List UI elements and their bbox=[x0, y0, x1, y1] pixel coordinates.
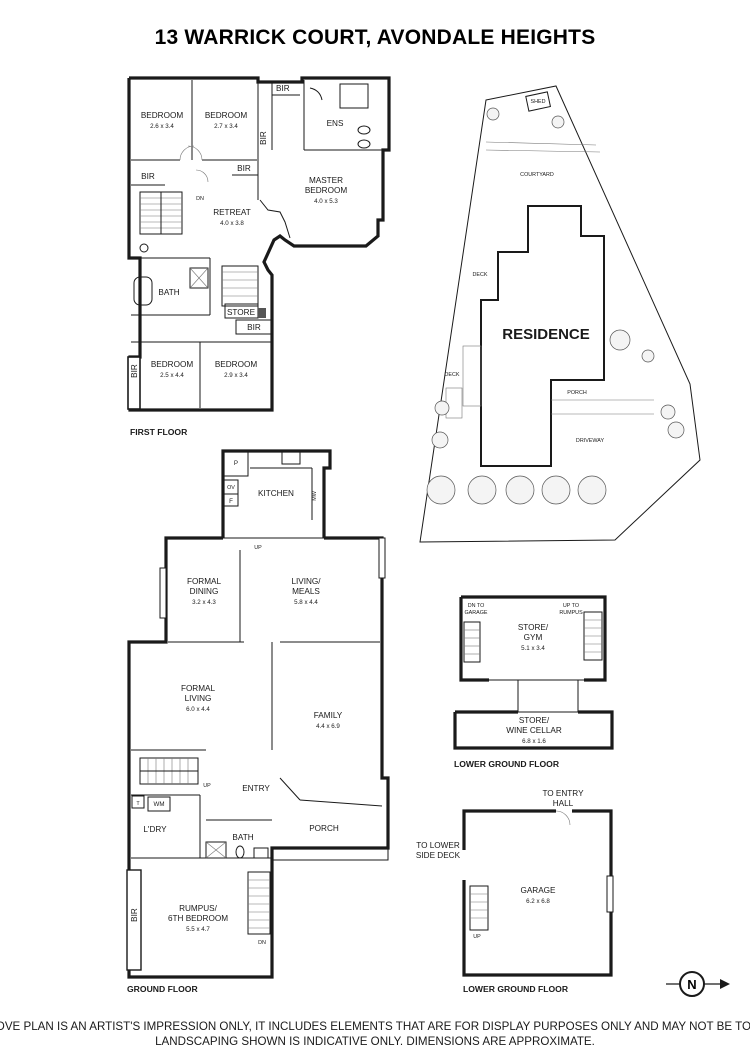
wine-cellar-label: STORE/ bbox=[519, 716, 550, 725]
bedroom-2-label: BEDROOM bbox=[205, 111, 247, 120]
microwave-label: MW bbox=[312, 490, 318, 500]
site-plan: SHED COURTYARD DECK RESIDENCE DECK PORCH… bbox=[419, 85, 701, 543]
to-entry-hall-label-2: HALL bbox=[553, 799, 574, 808]
disclaimer-line-1: THE ABOVE PLAN IS AN ARTIST'S IMPRESSION… bbox=[0, 1020, 750, 1033]
bedroom-4-label: BEDROOM bbox=[215, 360, 257, 369]
wine-cellar-dim: 6.8 x 1.6 bbox=[522, 738, 546, 745]
bir-label: BIR bbox=[276, 84, 290, 93]
garage-dim: 6.2 x 6.8 bbox=[526, 898, 550, 905]
living-meals-dim: 5.8 x 4.4 bbox=[294, 599, 318, 606]
to-lower-side-deck-label: TO LOWER bbox=[416, 841, 460, 850]
living-meals-label: LIVING/ bbox=[291, 577, 321, 586]
shed-label: SHED bbox=[531, 99, 546, 105]
north-arrow-icon: N bbox=[666, 971, 730, 997]
formal-dining-dim: 3.2 x 4.3 bbox=[192, 599, 216, 606]
ground-floor-plan: P OV F KITCHEN MW UP FORMAL DINING 3.2 x… bbox=[126, 449, 390, 994]
lower-ground-label-2: LOWER GROUND FLOOR bbox=[463, 984, 569, 994]
bir-label: BIR bbox=[259, 131, 268, 145]
formal-dining-label: FORMAL bbox=[187, 577, 222, 586]
deck-label: DECK bbox=[473, 272, 488, 278]
retreat-dim: 4.0 x 3.8 bbox=[220, 220, 244, 227]
kitchen-label: KITCHEN bbox=[258, 489, 294, 498]
bir-label-ground: BIR bbox=[130, 908, 139, 922]
laundry-label: L'DRY bbox=[143, 825, 167, 834]
porch-label-ground: PORCH bbox=[309, 824, 339, 833]
master-bedroom-label-2: BEDROOM bbox=[305, 186, 347, 195]
garage-label: GARAGE bbox=[520, 886, 556, 895]
to-entry-hall-label: TO ENTRY bbox=[542, 789, 584, 798]
bath-label: BATH bbox=[158, 288, 179, 297]
pantry-label: P bbox=[234, 460, 238, 467]
residence-label: RESIDENCE bbox=[502, 326, 590, 343]
porch-label: PORCH bbox=[567, 390, 587, 396]
deck-label-2: DECK bbox=[445, 372, 460, 378]
bedroom-1-label: BEDROOM bbox=[141, 111, 183, 120]
retreat-label: RETREAT bbox=[213, 208, 251, 217]
first-floor-label: FIRST FLOOR bbox=[130, 427, 188, 437]
to-lower-side-deck-label-2: SIDE DECK bbox=[416, 851, 461, 860]
fridge-label: F bbox=[229, 498, 233, 505]
up-label-2: UP bbox=[203, 783, 211, 789]
dn-to-garage-label: DN TO bbox=[468, 603, 485, 609]
ens-label: ENS bbox=[327, 119, 344, 128]
bedroom-2-dim: 2.7 x 3.4 bbox=[214, 123, 238, 130]
bath-label-ground: BATH bbox=[232, 833, 253, 842]
lower-ground-plan-1: DN TO GARAGE UP TO RUMPUS STORE/ GYM 5.1… bbox=[453, 595, 614, 769]
garage-up-label: UP bbox=[473, 934, 481, 940]
dn-to-garage-label-2: GARAGE bbox=[464, 610, 487, 616]
master-bedroom-dim: 4.0 x 5.3 bbox=[314, 198, 338, 205]
bedroom-3-label: BEDROOM bbox=[151, 360, 193, 369]
entry-label: ENTRY bbox=[242, 784, 270, 793]
first-floor-plan: BEDROOM 2.6 x 3.4 BEDROOM 2.7 x 3.4 BIR … bbox=[127, 76, 391, 437]
rumpus-dim: 5.5 x 4.7 bbox=[186, 926, 210, 933]
wm-label: WM bbox=[154, 801, 165, 808]
formal-living-label-2: LIVING bbox=[185, 694, 212, 703]
formal-dining-label-2: DINING bbox=[190, 587, 219, 596]
rumpus-label-2: 6TH BEDROOM bbox=[168, 914, 228, 923]
bedroom-4-dim: 2.9 x 3.4 bbox=[224, 372, 248, 379]
oven-label: OV bbox=[227, 485, 235, 491]
family-dim: 4.4 x 6.9 bbox=[316, 723, 340, 730]
lower-ground-label-1: LOWER GROUND FLOOR bbox=[454, 759, 560, 769]
store-gym-label: STORE/ bbox=[518, 623, 549, 632]
driveway-label: DRIVEWAY bbox=[576, 438, 605, 444]
up-label: UP bbox=[254, 545, 262, 551]
bir-label: BIR bbox=[247, 323, 261, 332]
courtyard-label: COURTYARD bbox=[520, 172, 554, 178]
bir-label: BIR bbox=[237, 164, 251, 173]
dn-label: DN bbox=[196, 196, 204, 202]
bir-label: BIR bbox=[141, 172, 155, 181]
up-to-rumpus-label-2: RUMPUS bbox=[559, 610, 583, 616]
garage-plan: TO ENTRY HALL TO LOWER SIDE DECK GARAGE … bbox=[416, 789, 614, 994]
store-gym-label-2: GYM bbox=[524, 633, 543, 642]
dn-label-ground: DN bbox=[258, 940, 266, 946]
store-gym-dim: 5.1 x 3.4 bbox=[521, 645, 545, 652]
formal-living-label: FORMAL bbox=[181, 684, 216, 693]
living-meals-label-2: MEALS bbox=[292, 587, 320, 596]
rumpus-label: RUMPUS/ bbox=[179, 904, 217, 913]
bedroom-3-dim: 2.5 x 4.4 bbox=[160, 372, 184, 379]
bir-label: BIR bbox=[130, 364, 139, 378]
disclaimer-line-2: LANDSCAPING SHOWN IS INDICATIVE ONLY. DI… bbox=[155, 1035, 595, 1048]
up-to-rumpus-label: UP TO bbox=[563, 603, 579, 609]
wine-cellar-label-2: WINE CELLAR bbox=[506, 726, 562, 735]
store-label: STORE bbox=[227, 308, 256, 317]
compass-label: N bbox=[687, 977, 696, 992]
bedroom-1-dim: 2.6 x 3.4 bbox=[150, 123, 174, 130]
master-bedroom-label: MASTER bbox=[309, 176, 343, 185]
page-title: 13 WARRICK COURT, AVONDALE HEIGHTS bbox=[155, 26, 596, 49]
toilet-label: T bbox=[136, 801, 140, 807]
family-label: FAMILY bbox=[314, 711, 343, 720]
formal-living-dim: 6.0 x 4.4 bbox=[186, 706, 210, 713]
ground-floor-label: GROUND FLOOR bbox=[127, 984, 198, 994]
